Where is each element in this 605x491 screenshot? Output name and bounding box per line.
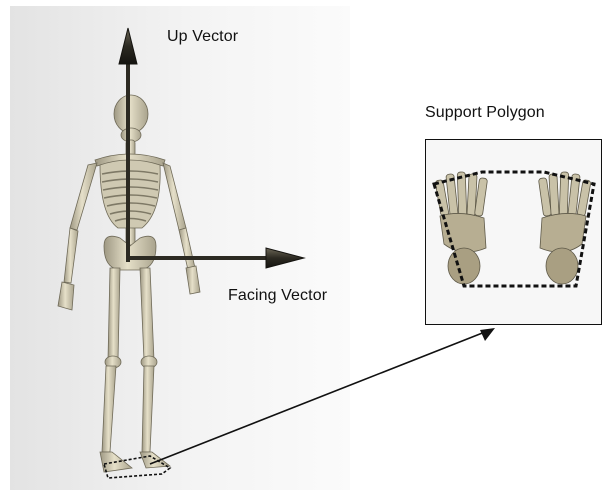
left-leg	[108, 268, 120, 360]
callout-arrow	[150, 328, 495, 464]
left-foot-bones	[435, 172, 488, 284]
facing-vector-label: Facing Vector	[228, 287, 327, 305]
skull	[114, 95, 148, 133]
left-arm	[70, 163, 97, 230]
right-arm	[163, 163, 186, 230]
up-vector-label: Up Vector	[167, 28, 238, 46]
feet-support-view	[426, 140, 600, 323]
support-polygon-label: Support Polygon	[425, 104, 545, 122]
right-foot	[140, 452, 170, 468]
right-foot-bones	[538, 172, 591, 284]
support-polygon-inset	[425, 139, 602, 325]
right-leg	[140, 268, 154, 360]
